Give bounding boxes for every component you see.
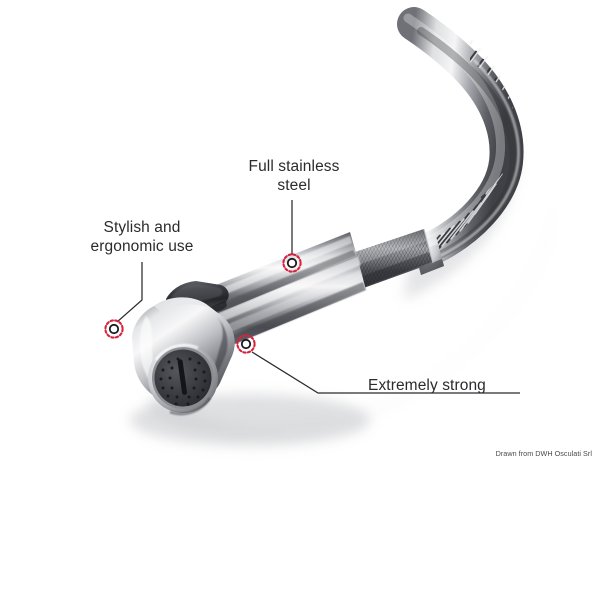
callout-marker-stylish[interactable] bbox=[104, 319, 124, 339]
leader-line-stylish bbox=[116, 262, 143, 323]
callout-label-stylish: Stylish and ergonomic use bbox=[90, 219, 194, 255]
callout-marker-stainless[interactable] bbox=[282, 253, 302, 273]
spray-nozzle bbox=[148, 343, 218, 416]
nozzle-holes bbox=[159, 357, 207, 406]
callout-marker-strong[interactable] bbox=[236, 334, 256, 354]
credit-line: Drawn from DWH Osculati Srl bbox=[495, 449, 592, 458]
callout-label-stainless: Full stainless steel bbox=[248, 158, 340, 194]
callout-label-strong: Extremely strong bbox=[368, 377, 486, 394]
flexible-hose bbox=[397, 2, 524, 269]
leader-lines bbox=[116, 200, 520, 394]
leader-line-strong bbox=[251, 351, 520, 394]
